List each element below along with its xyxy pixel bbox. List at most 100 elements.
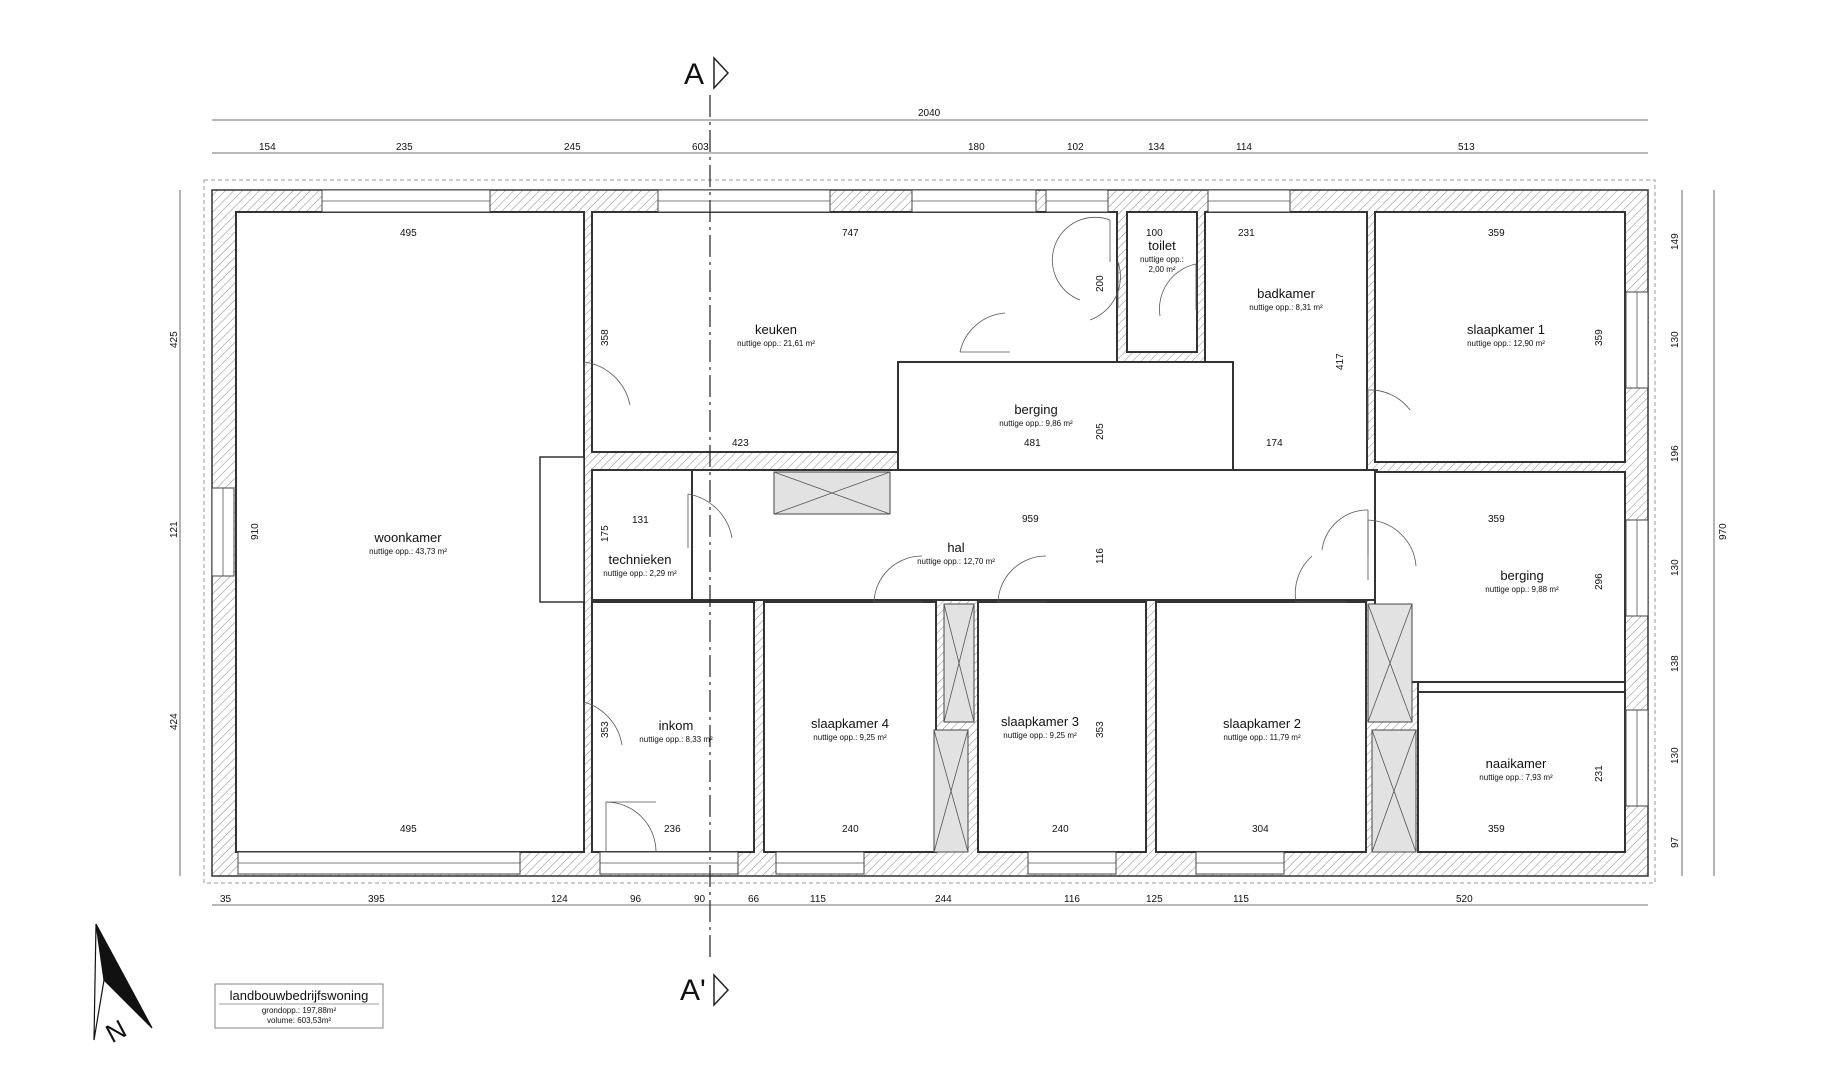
room-name-slaapkamer-1: slaapkamer 1 [1467, 322, 1545, 337]
fireplace [539, 456, 585, 603]
dim-inner-24: 236 [664, 824, 681, 835]
room-area-slaapkamer-1: nuttige opp.: 12,90 m² [1467, 339, 1545, 348]
legend-box: landbouwbedrijfswoning grondopp.: 197,88… [214, 983, 384, 1029]
dim-overall-width: 2040 [918, 108, 941, 119]
dim-bottom-6: 66 [748, 894, 760, 905]
dim-bottom-9: 116 [1064, 894, 1080, 905]
room-name-naaikamer: naaikamer [1486, 756, 1547, 771]
dim-inner-2: 747 [842, 228, 859, 239]
room-area-badkamer: nuttige opp.: 8,31 m² [1249, 303, 1323, 312]
dims-top: 154 235 245 603 180 102 134 114 513 [259, 142, 1475, 153]
dim-left-3: 424 [169, 713, 180, 730]
dim-overall-height: 970 [1718, 523, 1729, 540]
room-name-badkamer: badkamer [1257, 286, 1315, 301]
room-name-slaapkamer-3: slaapkamer 3 [1001, 714, 1079, 729]
room-area-berging-2: nuttige opp.: 9,88 m² [1485, 585, 1559, 594]
dim-bottom-4: 96 [630, 894, 642, 905]
dim-inner-4: 231 [1238, 228, 1255, 239]
dim-bottom-2: 395 [368, 894, 385, 905]
room-area-berging-1: nuttige opp.: 9,86 m² [999, 419, 1073, 428]
dim-right-4: 130 [1670, 559, 1681, 576]
room-area-slaapkamer-4: nuttige opp.: 9,25 m² [813, 733, 887, 742]
dim-right-3: 196 [1670, 445, 1681, 462]
dim-top-5: 180 [968, 142, 985, 153]
dim-inner-17: 116 [1095, 548, 1106, 564]
dim-bottom-10: 125 [1146, 894, 1163, 905]
dim-inner-23: 495 [400, 824, 417, 835]
section-arrow-bottom [713, 973, 730, 1007]
section-arrow-top [713, 56, 730, 90]
dim-inner-9: 481 [1024, 438, 1041, 449]
room-area-inkom: nuttige opp.: 8,33 m² [639, 735, 713, 744]
dim-bottom-5: 90 [694, 894, 706, 905]
room-area-keuken: nuttige opp.: 21,61 m² [737, 339, 815, 348]
dim-inner-15: 175 [600, 525, 611, 542]
room-area-woonkamer: nuttige opp.: 43,73 m² [369, 547, 447, 556]
dim-inner-5: 359 [1488, 228, 1505, 239]
room-area-slaapkamer-3: nuttige opp.: 9,25 m² [1003, 731, 1077, 740]
dim-bottom-12: 520 [1456, 894, 1473, 905]
dim-top-9: 513 [1458, 142, 1475, 153]
legend-volume: volume: 603,53m² [267, 1016, 331, 1025]
dim-top-8: 114 [1236, 142, 1252, 153]
room-name-hal: hal [947, 540, 964, 555]
dim-inner-12: 417 [1335, 353, 1346, 370]
dim-left-2: 121 [169, 521, 180, 538]
room-name-woonkamer: woonkamer [373, 530, 442, 545]
site-boundary [203, 179, 1656, 884]
dim-right-2: 130 [1670, 331, 1681, 348]
dim-right-6: 130 [1670, 747, 1681, 764]
dims-left: 425 121 424 [169, 331, 180, 730]
shafts [773, 471, 1417, 853]
room-area-hal: nuttige opp.: 12,70 m² [917, 557, 995, 566]
dim-inner-8: 423 [732, 438, 749, 449]
room-name-berging-1: berging [1014, 402, 1057, 417]
dim-bottom-3: 124 [551, 894, 568, 905]
dim-inner-26: 240 [1052, 824, 1069, 835]
legend-ground-area: grondopp.: 197,88m² [262, 1006, 337, 1015]
dim-right-7: 97 [1670, 836, 1681, 848]
dim-inner-25: 240 [842, 824, 859, 835]
dim-bottom-8: 244 [935, 894, 952, 905]
room-name-berging-2: berging [1500, 568, 1543, 583]
dim-bottom-11: 115 [1233, 894, 1249, 905]
room-name-keuken: keuken [755, 322, 797, 337]
dim-inner-28: 359 [1488, 824, 1505, 835]
dim-top-7: 134 [1148, 142, 1165, 153]
dim-inner-21: 353 [1095, 721, 1106, 738]
dim-inner-29: 200 [1095, 275, 1106, 292]
windows [211, 189, 1649, 875]
dim-inner-18: 359 [1488, 514, 1505, 525]
dim-left-1: 425 [169, 331, 180, 348]
dim-inner-13: 359 [1594, 329, 1605, 346]
room-area-toilet: nuttige opp.: [1140, 255, 1184, 264]
dim-top-1: 154 [259, 142, 276, 153]
dim-inner-19: 296 [1594, 573, 1605, 590]
room-area-toilet-value: 2,00 m² [1148, 265, 1175, 274]
doors [583, 216, 1417, 853]
dim-inner-20: 353 [600, 721, 611, 738]
dim-bottom-1: 35 [220, 894, 232, 905]
dim-top-2: 235 [396, 142, 413, 153]
room-area-slaapkamer-2: nuttige opp.: 11,79 m² [1223, 733, 1301, 742]
room-name-inkom: inkom [659, 718, 694, 733]
room-area-naaikamer: nuttige opp.: 7,93 m² [1479, 773, 1553, 782]
dims-inner: 495 747 100 231 359 910 358 423 481 174 … [250, 228, 1605, 835]
section-mark-top: A [684, 58, 704, 91]
room-name-toilet: toilet [1148, 238, 1176, 253]
dim-top-6: 102 [1067, 142, 1084, 153]
dim-inner-14: 131 [632, 515, 649, 526]
room-name-slaapkamer-4: slaapkamer 4 [811, 716, 889, 731]
dimension-lines [179, 119, 1715, 906]
dims-right: 149 130 196 130 138 130 97 [1670, 233, 1681, 848]
dim-inner-7: 358 [600, 329, 611, 346]
legend-title: landbouwbedrijfswoning [230, 988, 369, 1003]
dim-inner-22: 231 [1594, 765, 1605, 782]
room-name-technieken: technieken [609, 552, 672, 567]
dims-bottom: 35 395 124 96 90 66 115 244 116 125 115 … [220, 894, 1473, 905]
north-arrow: N [93, 923, 153, 1049]
dim-inner-1: 495 [400, 228, 417, 239]
dim-inner-10: 174 [1266, 438, 1283, 449]
